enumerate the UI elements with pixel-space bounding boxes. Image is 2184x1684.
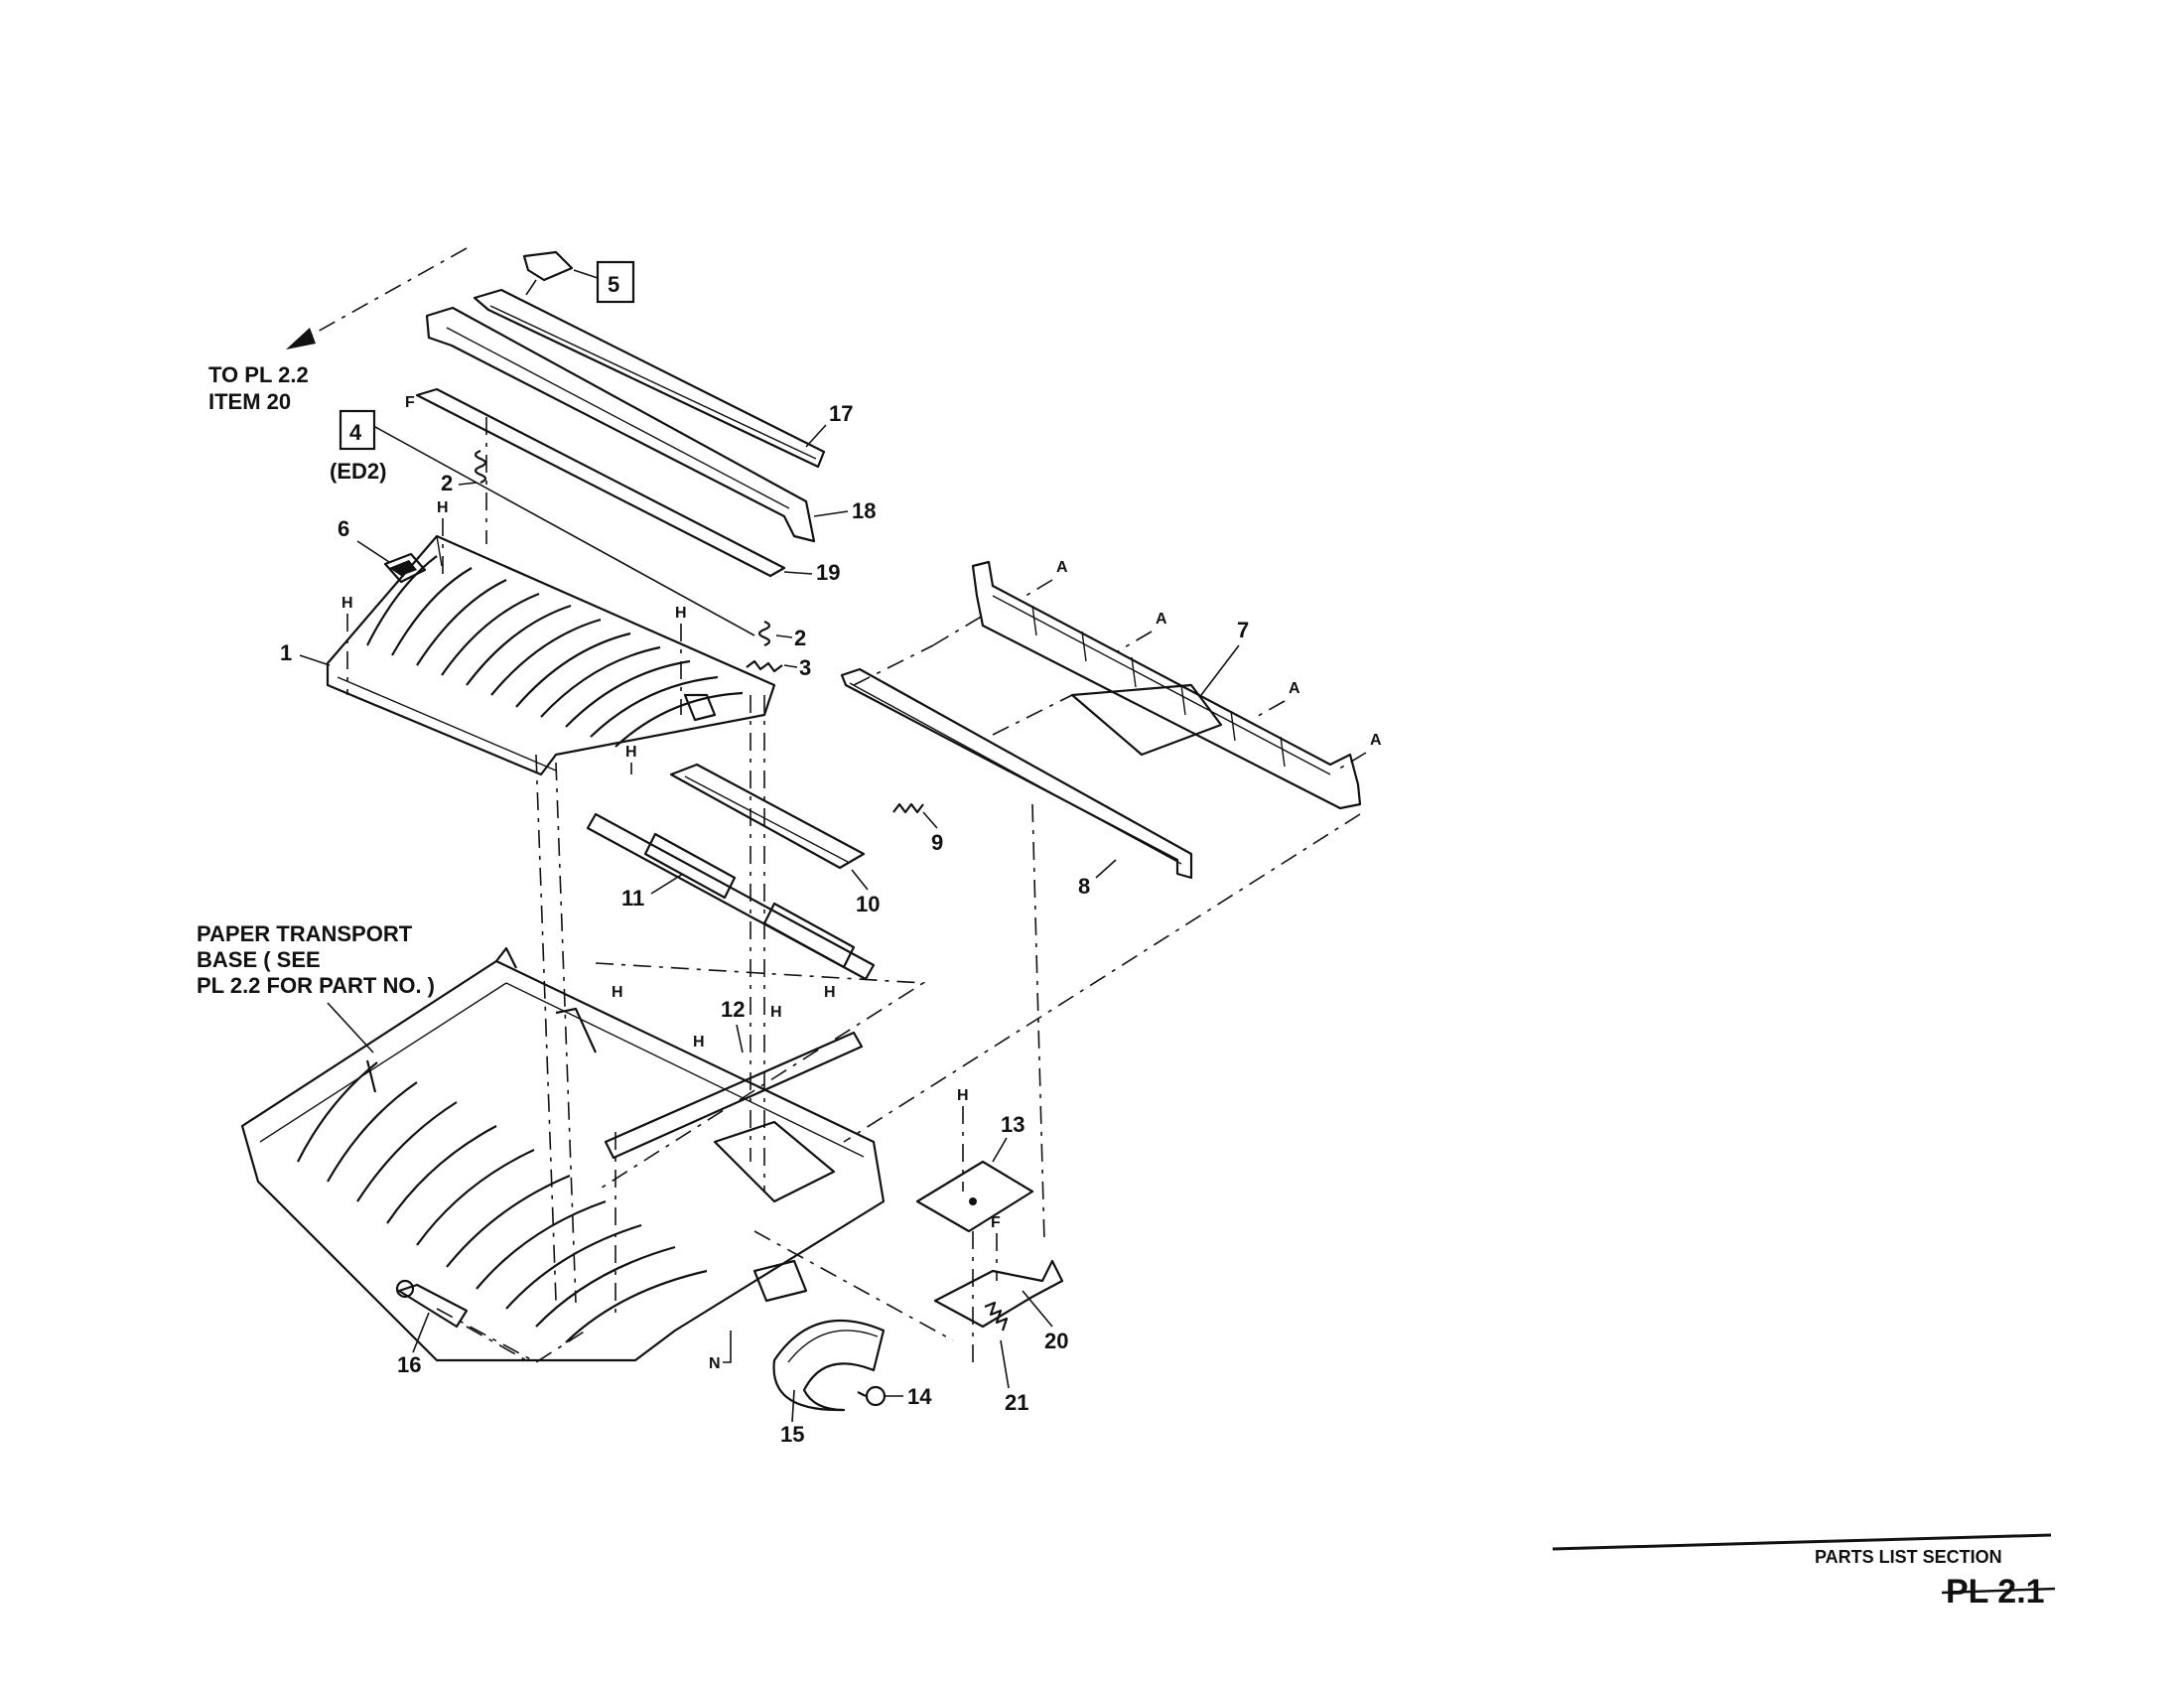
- part-13-plate: [915, 1160, 1034, 1233]
- callout-20: 20: [1044, 1329, 1068, 1353]
- callout-1: 1: [280, 640, 292, 665]
- assembly-lines: [436, 615, 1361, 1370]
- callout-15: 15: [780, 1422, 804, 1447]
- callout-14: 14: [907, 1384, 932, 1409]
- part-8-bar: [840, 667, 1193, 880]
- callout-13: 13: [1001, 1112, 1024, 1137]
- callout-10: 10: [856, 892, 880, 916]
- callout-21: 21: [1005, 1390, 1028, 1415]
- callout-2-lower: 2: [794, 626, 806, 650]
- letter-h-3: H: [675, 605, 687, 622]
- callout-2-upper: 2: [441, 471, 453, 495]
- letter-a-1: A: [1056, 559, 1068, 576]
- part-2-spring-upper: [474, 417, 487, 544]
- callout-16: 16: [397, 1352, 421, 1377]
- callout-17: 17: [829, 401, 853, 426]
- part-17-rail: [473, 288, 826, 469]
- note-base-line2: BASE ( SEE: [197, 947, 321, 972]
- callout-3: 3: [799, 655, 811, 680]
- note-base-line1: PAPER TRANSPORT: [197, 921, 413, 946]
- letter-f-top: F: [405, 394, 415, 411]
- part-15-gear: [772, 1319, 886, 1412]
- part-14-screw: [857, 1385, 887, 1407]
- part-16-pin: [395, 1279, 469, 1329]
- letter-h-4: H: [625, 744, 637, 761]
- part-7-sensor-bracket: [971, 560, 1362, 810]
- part-20-bracket: [933, 1259, 1064, 1329]
- callout-8: 8: [1078, 874, 1090, 899]
- footer-section: PARTS LIST SECTION: [1815, 1547, 2002, 1567]
- part-3-spring: [746, 659, 783, 673]
- callout-7: 7: [1237, 618, 1249, 642]
- letter-a-4: A: [1370, 732, 1382, 749]
- footer: PARTS LIST SECTION PL 2.1: [1552, 1533, 2056, 1611]
- label-ed2: (ED2): [330, 459, 386, 484]
- callout-12: 12: [721, 997, 745, 1022]
- leader-base: [327, 1002, 374, 1053]
- letter-a-2: A: [1156, 611, 1167, 628]
- part-19-strip: [415, 387, 786, 578]
- callout-6: 6: [338, 516, 349, 541]
- part-1-paper-guide: [326, 534, 776, 776]
- part-18-guide: [425, 306, 816, 543]
- part-2-spring-lower: [757, 620, 771, 647]
- box-5: [596, 260, 635, 304]
- letter-h-9: H: [957, 1087, 969, 1104]
- letter-h-7: H: [824, 984, 836, 1001]
- letter-a-3: A: [1289, 680, 1300, 697]
- part-21-spring: [984, 1301, 1009, 1332]
- paper-transport-base: [240, 946, 886, 1362]
- part-9-spring: [892, 802, 924, 814]
- part-5-bracket: [522, 250, 574, 299]
- part-10-plate: [669, 763, 866, 870]
- letter-h-1: H: [341, 595, 353, 612]
- callout-18: 18: [852, 498, 876, 523]
- letter-h-5: H: [612, 984, 623, 1001]
- leader-5: [573, 269, 599, 279]
- callout-11: 11: [621, 886, 644, 911]
- callout-19: 19: [816, 560, 840, 585]
- letter-h-2: H: [437, 499, 449, 516]
- note-to-line1: TO PL 2.2: [208, 362, 309, 387]
- part-6-clip: [383, 552, 427, 584]
- callout-9: 9: [931, 830, 943, 855]
- label-4: 4: [349, 420, 362, 445]
- letter-h-6: H: [770, 1004, 782, 1021]
- note-to-line2: ITEM 20: [208, 389, 291, 414]
- letter-n: N: [709, 1355, 721, 1372]
- box-4: [339, 409, 376, 451]
- letter-h-8: H: [693, 1034, 705, 1051]
- label-5: 5: [608, 272, 619, 297]
- reference-arrow: [286, 247, 468, 350]
- letter-f-lower: F: [991, 1214, 1001, 1231]
- leader-4: [374, 426, 755, 636]
- note-base-line3: PL 2.2 FOR PART NO. ): [197, 973, 435, 998]
